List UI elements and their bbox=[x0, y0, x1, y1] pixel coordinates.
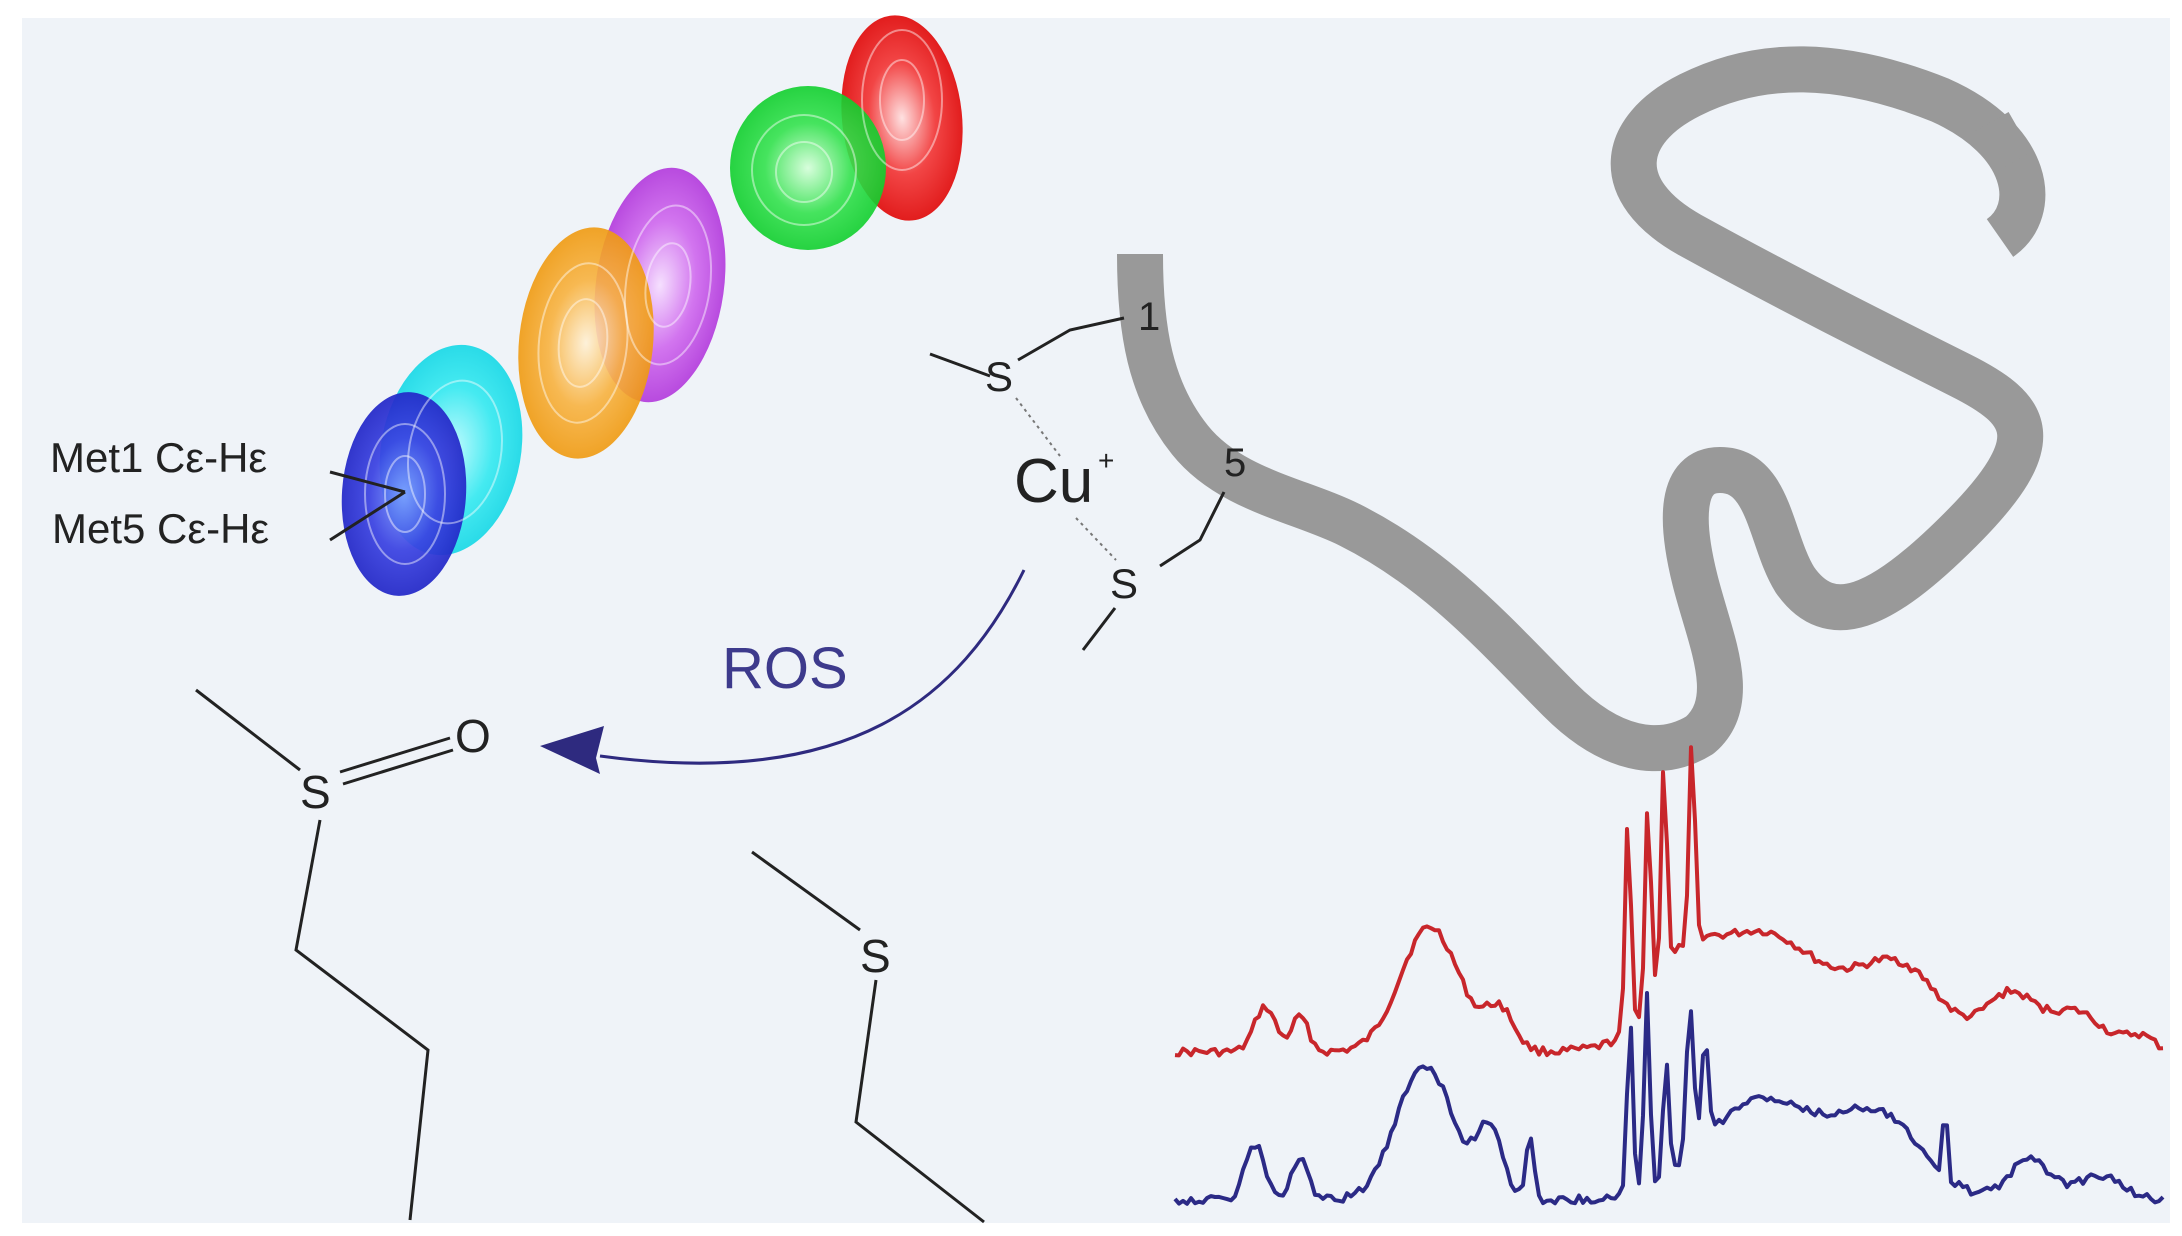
sulfoxide-structure: S O bbox=[195, 688, 491, 1221]
sulfoxide-o: O bbox=[455, 710, 491, 762]
peptide-ribbon-end bbox=[1973, 112, 2032, 172]
contour-peaks bbox=[341, 15, 963, 596]
sulfur-top-methyl bbox=[929, 352, 991, 378]
thioether-structure: S bbox=[751, 850, 985, 1224]
copper-charge: + bbox=[1098, 445, 1114, 476]
residue-5-label: 5 bbox=[1224, 441, 1246, 485]
ros-arrow-curve bbox=[599, 569, 1026, 765]
residue-1-label: 1 bbox=[1138, 295, 1160, 339]
ros-arrow: ROS bbox=[540, 569, 1026, 774]
copper-site: S 1 Cu + 5 S bbox=[929, 295, 1246, 651]
thioether-s: S bbox=[860, 930, 891, 982]
spectrum-red bbox=[1174, 745, 2164, 1058]
ros-label: ROS bbox=[722, 636, 848, 701]
met5-label: Met5 Cε-Hε bbox=[52, 505, 269, 552]
thioether-methyl-bond bbox=[751, 850, 861, 932]
met1-pointer bbox=[329, 470, 406, 494]
met1-label: Met1 Cε-Hε bbox=[50, 434, 267, 481]
spectrum-blue bbox=[1173, 991, 2165, 1206]
ros-arrowhead bbox=[540, 726, 604, 774]
contour-peak-green bbox=[730, 86, 886, 250]
sulfoxide-s: S bbox=[300, 766, 331, 818]
peptide-ribbon bbox=[1117, 46, 2046, 772]
thioether-chain bbox=[854, 979, 985, 1224]
sulfur-top: S bbox=[985, 353, 1013, 400]
sulfoxide-double-bond-b bbox=[342, 748, 454, 786]
sulfur-bottom-link bbox=[1159, 491, 1226, 568]
coordination-bond-bottom bbox=[1075, 517, 1117, 561]
coordination-bond-top bbox=[1015, 397, 1061, 457]
sulfoxide-double-bond-a bbox=[339, 736, 451, 774]
met-labels: Met1 Cε-Hε Met5 Cε-Hε bbox=[50, 434, 406, 552]
sulfoxide-chain bbox=[294, 819, 430, 1221]
met5-pointer bbox=[329, 490, 406, 542]
sulfur-top-link bbox=[1017, 316, 1125, 362]
copper-label: Cu bbox=[1014, 447, 1093, 516]
contour-peak-orange bbox=[518, 227, 654, 459]
sulfoxide-methyl-bond bbox=[195, 688, 301, 772]
sulfur-bottom-methyl bbox=[1081, 607, 1117, 651]
contour-rings bbox=[364, 29, 943, 565]
sulfur-bottom: S bbox=[1110, 560, 1138, 607]
